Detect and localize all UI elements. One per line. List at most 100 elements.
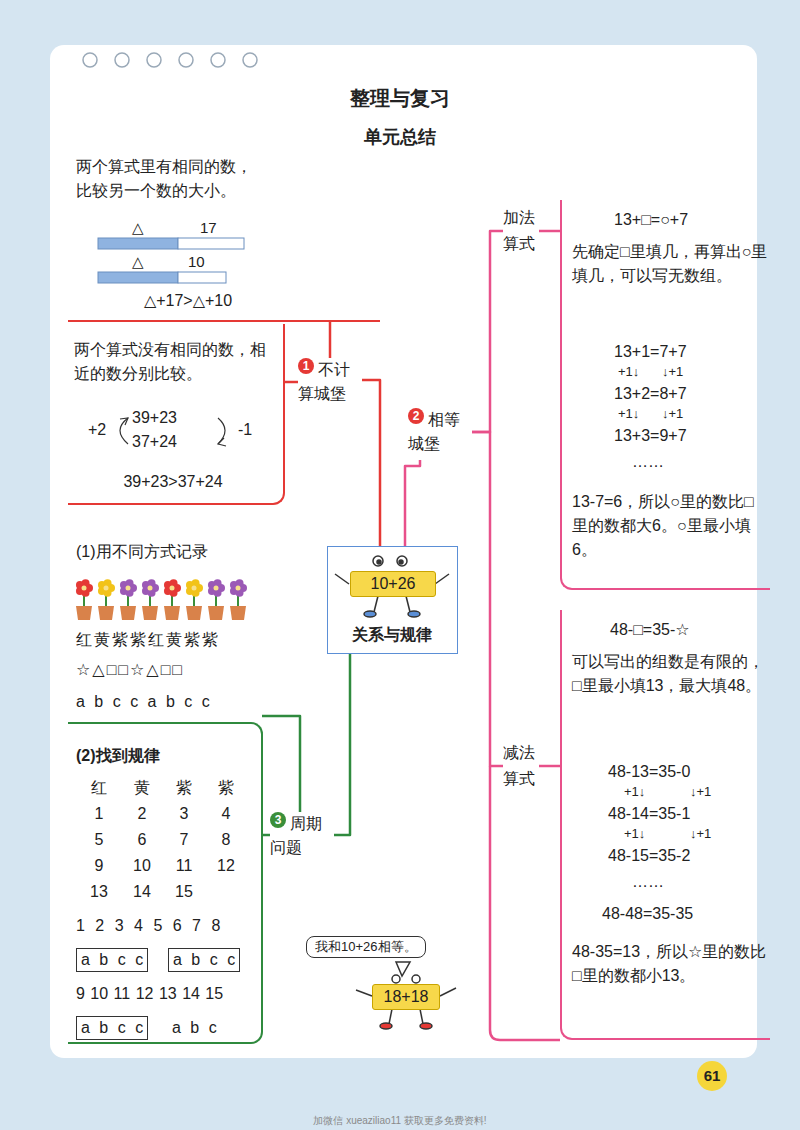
branch-connector (262, 716, 300, 812)
page-number: 61 (697, 1067, 727, 1085)
pattern-box-text: 11 (168, 854, 200, 878)
speech-bubble-text: 我和10+26相等。 (315, 939, 417, 955)
branch-connector (362, 380, 380, 546)
rule-box-text: 可以写出的组数是有限的，□里最小填13，最大填48。 (572, 650, 768, 698)
summary-box-text: 39+23 (132, 406, 177, 430)
subtitle: 单元总结 (250, 128, 550, 146)
pattern-box-text: 10 (126, 854, 158, 878)
bottom-figure (356, 962, 456, 1029)
bar-label: 10 (188, 253, 205, 271)
summary-box-text: 两个算式里有相同的数，比较另一个数的大小。 (76, 155, 258, 203)
pattern-box-text: a b c (172, 1016, 217, 1040)
branch-label-text: 2 (408, 408, 424, 424)
pattern-box-text: 紫 (210, 776, 242, 800)
branch-connector (329, 322, 332, 358)
flower-row (76, 579, 247, 620)
rule-box-text: 48-14=35-1 (608, 802, 690, 826)
branch-label-text: 加法算式 (503, 205, 537, 257)
ring-holes (83, 53, 257, 67)
branch-label-text: 3 (270, 812, 286, 828)
summary-box-text: +2 (88, 418, 106, 442)
rule-box-text: 13+3=9+7 (614, 424, 687, 448)
pattern-box-text: a b c c (168, 948, 240, 972)
pattern-box-text: 紫 (168, 776, 200, 800)
summary-box-text: △+17>△+10 (118, 289, 258, 313)
branch-line (490, 766, 560, 1040)
rule-box-text: ↓+1 (662, 364, 683, 380)
pattern-box-text: 4 (210, 802, 242, 826)
pattern-box-text: 红黄紫紫红黄紫紫 (76, 628, 220, 652)
pattern-box: (1)用不同方式记录红黄紫紫红黄紫紫 ☆△□□☆△□□ a b c c a b c … (68, 540, 262, 718)
branch-connector (263, 834, 270, 837)
center-node-text: 关系与规律 (328, 623, 456, 647)
summary-box-text: 两个算式没有相同的数，相近的数分别比较。 (74, 338, 279, 386)
pattern-box-text: 7 (168, 828, 200, 852)
center-node: 10+26 关系与规律 (327, 546, 458, 654)
branch-label: 3周期问题 (270, 812, 334, 864)
branch-connector (539, 230, 560, 233)
summary-box-text: 39+23>37+24 (78, 470, 268, 494)
number-figure-text: 18+18 (373, 985, 439, 1009)
rule-box-text: 48-35=13，所以☆里的数比□里的数都小13。 (572, 940, 768, 988)
pattern-box-text: 5 (83, 828, 115, 852)
pattern-box-text: 9 (83, 854, 115, 878)
page-number-disc (697, 1061, 727, 1091)
number-figure: 18+18 (372, 984, 440, 1010)
bar-label: △ (132, 219, 144, 237)
center-figure (335, 556, 449, 617)
rule-box-text: ↓+1 (662, 406, 683, 422)
summary-box-text: 37+24 (132, 430, 177, 454)
branch-connector (334, 654, 350, 835)
branch-label: 减法算式 (503, 740, 539, 796)
page-card (50, 45, 757, 1058)
pattern-box-text: 黄 (126, 776, 158, 800)
summary-box: 两个算式没有相同的数，相近的数分别比较。 +2 39+2337+24 -1 39+23>… (68, 324, 285, 505)
branch-label-text: 周期问题 (270, 812, 334, 860)
rule-box-text: 13+□=○+7 (614, 208, 688, 232)
watermark: 加微信 xueaziliao11 获取更多免费资料! (250, 1112, 550, 1130)
speech-bubble: 我和10+26相等。 (306, 936, 426, 958)
rule-box-text: +1↓ (624, 826, 645, 842)
pattern-box-text: 1 2 3 4 5 6 7 8 (76, 914, 261, 938)
rule-box-text: 48-13=35-0 (608, 760, 690, 784)
rule-box-text: 48-□=35-☆ (610, 618, 690, 642)
summary-box-text: -1 (238, 418, 252, 442)
rule-box-text: …… (632, 870, 664, 894)
rule-box: 13+□=○+7 先确定□里填几，再算出○里填几，可以写无数组。 13+1=7+7 +… (560, 200, 770, 590)
branch-label: 加法算式 (503, 205, 539, 261)
branch-label-text: 1 (298, 358, 314, 374)
rule-box-text: 13-7=6，所以○里的数比□里的数都大6。○里最小填6。 (572, 490, 768, 562)
pattern-box-text: 9 10 11 12 13 14 15 (76, 982, 261, 1006)
rule-box-text: +1↓ (624, 784, 645, 800)
rule-box-text: 48-15=35-2 (608, 844, 690, 868)
bar-label: △ (132, 253, 144, 271)
branch-connector (472, 231, 503, 432)
branch-label-text: 不计算城堡 (298, 358, 362, 406)
branch-connector (285, 381, 298, 384)
rule-box-text: 先确定□里填几，再算出○里填几，可以写无数组。 (572, 240, 768, 288)
branch-label: 1不计算城堡 (298, 358, 362, 410)
pattern-box-text: 2 (126, 802, 158, 826)
branch-label: 2相等城堡 (408, 408, 472, 460)
branch-label-text: 减法算式 (503, 740, 537, 792)
pattern-box-text: a b c c (76, 1016, 148, 1040)
rule-box: 48-□=35-☆ 可以写出的组数是有限的，□里最小填13，最大填48。 48-13… (560, 610, 770, 1040)
rule-box-text: 13+1=7+7 (614, 340, 687, 364)
rule-box-text: ↓+1 (690, 826, 711, 842)
rule-box-text: ↓+1 (690, 784, 711, 800)
pattern-box-text: 8 (210, 828, 242, 852)
page-title: 整理与复习 (250, 86, 550, 110)
pattern-box-text: a b c c a b c c (76, 690, 210, 714)
pattern-box-text: 红 (83, 776, 115, 800)
branch-connector (472, 432, 503, 766)
branch-label-text: 相等城堡 (408, 408, 472, 456)
summary-box: 两个算式里有相同的数，比较另一个数的大小。 △+17>△+10 (68, 155, 380, 322)
rule-box-text: +1↓ (618, 406, 639, 422)
pattern-box-text: (2)找到规律 (76, 744, 160, 768)
pattern-box-text: (1)用不同方式记录 (76, 540, 208, 564)
pattern-box-text: ☆△□□☆△□□ (76, 658, 184, 682)
center-node-text: 10+26 (350, 571, 436, 597)
rule-box-text: 13+2=8+7 (614, 382, 687, 406)
branch-connector (539, 765, 560, 768)
pattern-box-text: 12 (210, 854, 242, 878)
